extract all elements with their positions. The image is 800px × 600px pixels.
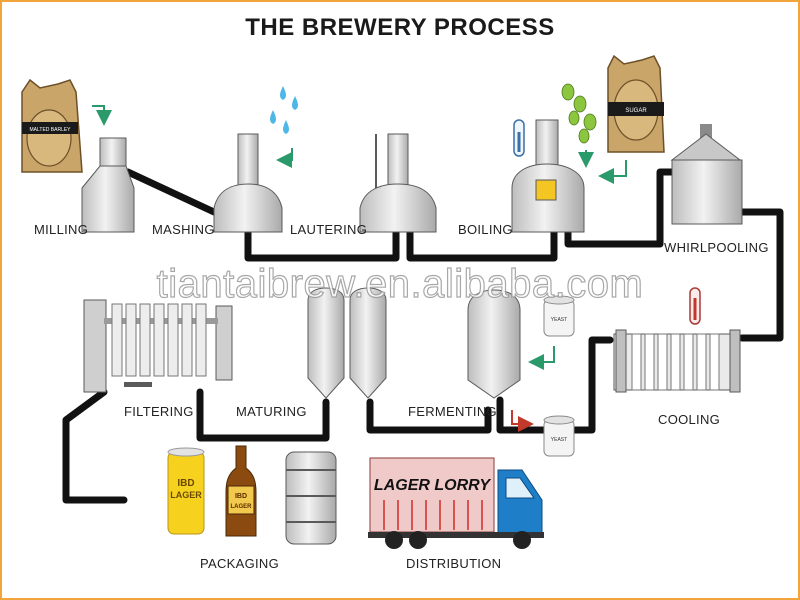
stage-label-lautering: LAUTERING <box>290 222 368 237</box>
pipe-cooling-fermenting <box>496 336 614 434</box>
pipe-filtering-packaging <box>62 388 128 504</box>
bottle-label-line1: IBD <box>235 493 247 500</box>
pipe-lautering-boiling <box>406 228 558 262</box>
water-drops-icon <box>270 86 298 134</box>
stage-label-packaging: PACKAGING <box>200 556 280 571</box>
stage-label-fermenting: FERMENTING <box>408 404 497 419</box>
pipe-maturing-filtering <box>196 388 330 442</box>
pipe-fermenting-maturing <box>366 398 492 434</box>
stage-label-mashing: MASHING <box>152 222 215 237</box>
thermometer-icon <box>513 119 525 157</box>
yeast-in-can-icon <box>543 295 575 337</box>
keg-icon <box>285 451 337 545</box>
filter-press <box>83 299 233 393</box>
stage-label-milling: MILLING <box>34 222 89 237</box>
pipe-whirlpool-cooling <box>738 208 784 342</box>
barley-to-mill-arrow <box>92 105 112 126</box>
stage-label-whirlpooling: WHIRLPOOLING <box>664 240 769 255</box>
can-label-line2: LAGER <box>170 490 202 500</box>
bottle-label-line2: LAGER <box>231 504 253 510</box>
fermenter-tank <box>467 289 521 399</box>
pipe-milling-mashing <box>124 168 218 216</box>
stage-label-boiling: BOILING <box>458 222 513 237</box>
sugar-to-kettle-arrow <box>598 160 627 184</box>
can-label-line1: IBD <box>177 478 194 489</box>
malted-barley-label: MALTED BARLEY <box>29 127 71 133</box>
beer-can-icon <box>167 447 205 535</box>
beer-bottle-icon <box>225 445 257 537</box>
pipe-mashing-lautering <box>244 228 400 262</box>
water-to-mash-arrow <box>276 148 293 168</box>
yeast-to-fermenter-arrow <box>528 346 555 370</box>
stage-label-maturing: MATURING <box>236 404 307 419</box>
stage-label-cooling: COOLING <box>658 412 721 427</box>
hops-icon <box>561 83 597 144</box>
stage-label-filtering: FILTERING <box>124 404 194 419</box>
sugar-sack-icon <box>607 54 665 153</box>
heat-exchanger <box>613 329 741 393</box>
truck-label: LAGER LORRY <box>374 477 491 494</box>
sugar-label: SUGAR <box>625 108 647 114</box>
mash-tun <box>213 133 283 233</box>
fermenter-to-yeast-arrow <box>511 410 534 432</box>
boil-kettle <box>511 119 585 233</box>
stage-label-distribution: DISTRIBUTION <box>406 556 502 571</box>
lauter-tun <box>359 133 437 233</box>
mill-vessel <box>81 137 135 233</box>
maturing-tanks <box>307 287 387 399</box>
pipe-boiling-whirlpool <box>564 168 676 248</box>
malted-barley-sack-icon <box>21 78 83 173</box>
cooling-thermometer-icon <box>689 287 701 325</box>
whirlpool-tank <box>670 124 743 225</box>
yeast-out-label: YEAST <box>551 437 567 443</box>
yeast-in-label: YEAST <box>551 317 567 323</box>
diagram-title: THE BREWERY PROCESS <box>245 14 555 41</box>
pipes <box>62 168 784 504</box>
watermark-text: tiantaibrew.en.alibaba.com <box>156 261 644 306</box>
lager-lorry-truck-icon <box>368 457 544 549</box>
yeast-out-can-icon <box>543 415 575 457</box>
